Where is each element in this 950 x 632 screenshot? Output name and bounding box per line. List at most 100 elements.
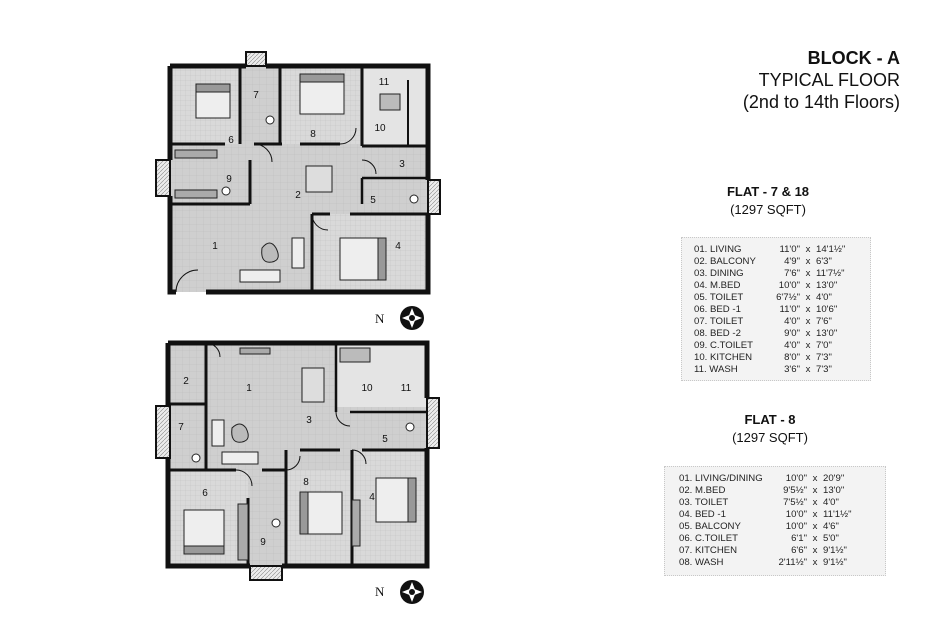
furniture: [174, 73, 419, 283]
room-label: 03. DINING: [694, 268, 744, 279]
north-compass-icon: [400, 306, 424, 330]
balcony: [155, 159, 171, 197]
balcony: [426, 397, 440, 449]
room-length: 7'3": [816, 364, 832, 375]
room-width: 4'0": [784, 340, 800, 351]
compass-north-label: N: [375, 584, 385, 599]
room-number: 4: [395, 241, 401, 252]
room-number: 9: [260, 537, 266, 548]
room-number: 6: [228, 135, 234, 146]
room-label: 01. LIVING/DINING: [679, 473, 763, 484]
dimension-separator: x: [805, 244, 811, 255]
dimension-separator: x: [805, 304, 811, 315]
room-number: 1: [246, 383, 252, 394]
room-label: 03. TOILET: [679, 497, 729, 508]
flat-b-area: (1297 SQFT): [732, 430, 808, 445]
room-width: 8'0": [784, 352, 800, 363]
room-number: 10: [361, 383, 373, 394]
room-label: 04. BED -1: [679, 509, 726, 520]
room-width: 9'0": [784, 328, 800, 339]
room-number: 11: [379, 77, 390, 88]
room-width: 6'1": [791, 533, 807, 544]
dimension-separator: x: [805, 316, 811, 327]
room-label: 06. BED -1: [694, 304, 741, 315]
room-length: 20'9": [823, 473, 845, 484]
room-numbers: 1 2 3 4 5 6 7 8 9 10 11: [212, 77, 405, 252]
room-width: 10'0": [785, 521, 807, 532]
flat-a-name: FLAT - 7 & 18: [726, 184, 810, 199]
walls: [167, 63, 431, 295]
floor-range: (2nd to 14th Floors): [742, 92, 900, 112]
dimension-separator: x: [812, 473, 818, 484]
room-label: 09. C.TOILET: [694, 340, 754, 351]
room-numbers: 1 2 3 4 5 6 7 8 9 10 11: [178, 376, 411, 548]
dimension-separator: x: [805, 292, 811, 303]
room-label: 10. KITCHEN: [694, 352, 753, 363]
room-length: 5'0": [823, 533, 839, 544]
room-width: 6'6": [791, 545, 807, 556]
room-length: 4'0": [816, 292, 832, 303]
dimension-separator: x: [812, 533, 818, 544]
dimension-separator: x: [805, 268, 811, 279]
dimension-separator: x: [805, 340, 811, 351]
room-length: 4'6": [823, 521, 839, 532]
room-width: 3'6": [784, 364, 800, 375]
room-length: 7'6": [816, 316, 832, 327]
dimension-separator: x: [812, 521, 818, 532]
room-number: 3: [306, 415, 312, 426]
room-number: 2: [295, 190, 301, 201]
room-number: 10: [374, 123, 386, 134]
block-title: BLOCK - A: [807, 48, 900, 68]
room-number: 6: [202, 488, 208, 499]
room-number: 8: [310, 129, 316, 140]
dimension-separator: x: [805, 280, 811, 291]
room-width: 4'9": [784, 256, 800, 267]
door-swings: [175, 127, 377, 293]
room-label: 07. TOILET: [694, 316, 744, 327]
room-width: 11'0": [779, 244, 800, 255]
room-label: 08. WASH: [679, 557, 724, 568]
room-number: 5: [382, 434, 388, 445]
room-length: 14'1½": [816, 244, 846, 255]
room-number: 7: [178, 422, 184, 433]
dimension-separator: x: [812, 545, 818, 556]
flat-a-heading: FLAT - 7 & 18 (1297 SQFT): [700, 183, 836, 219]
balcony: [427, 179, 441, 215]
room-number: 3: [399, 159, 405, 170]
room-length: 9'1½": [823, 545, 847, 556]
schedule-row: 01. LIVING/DINING 10'0" x 20'9": [679, 473, 879, 485]
room-label: 02. BALCONY: [694, 256, 756, 267]
room-number: 8: [303, 477, 309, 488]
dimension-separator: x: [812, 509, 818, 520]
room-width: 9'5½": [783, 485, 807, 496]
room-length: 13'0": [816, 280, 838, 291]
room-width: 11'0": [779, 304, 800, 315]
room-label: 06. C.TOILET: [679, 533, 739, 544]
dimension-separator: x: [805, 364, 811, 375]
room-length: 6'3": [816, 256, 832, 267]
room-width: 10'0": [785, 473, 807, 484]
balcony: [245, 51, 267, 67]
flat-a-area: (1297 SQFT): [730, 202, 806, 217]
room-length: 11'1½": [823, 509, 852, 520]
room-label: 08. BED -2: [694, 328, 741, 339]
door-swings: [205, 342, 367, 487]
schedule-row: 01. LIVING 11'0" x 14'1½": [694, 244, 866, 256]
room-label: 01. LIVING: [694, 244, 742, 255]
room-width: 4'0": [784, 316, 800, 327]
dimension-separator: x: [805, 256, 811, 267]
room-number: 7: [253, 90, 259, 101]
room-length: 7'3": [816, 352, 832, 363]
room-width: 6'7½": [776, 292, 800, 303]
